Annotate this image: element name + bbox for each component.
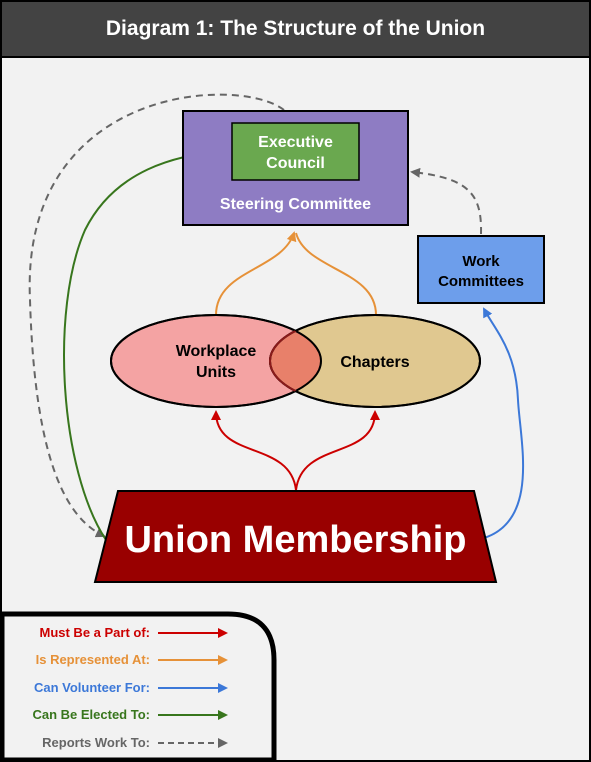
workplace-units-label-line2: Units: [196, 364, 236, 381]
legend-items: Must Be a Part of: Is Represented At: Ca…: [32, 625, 228, 750]
arrow-membership-elected-to-council: [63, 145, 230, 541]
overlap-outline: [269, 315, 321, 407]
legend-label-is-represented-at: Is Represented At:: [36, 652, 150, 667]
legend-label-can-volunteer-for: Can Volunteer For:: [34, 680, 150, 695]
arrow-chapters-represented-at-steering: [295, 232, 377, 316]
legend-panel: [0, 611, 277, 762]
work-committees-label-line2: Committees: [438, 273, 524, 290]
work-committees-box: [417, 235, 545, 304]
union-membership-label: Union Membership: [124, 519, 466, 561]
legend-label-must-be-part-of: Must Be a Part of:: [39, 625, 150, 640]
arrow-membership-part-of-workplace-units: [211, 410, 297, 491]
arrow-membership-volunteers-for-work-committees: [483, 307, 525, 539]
executive-council-box: [231, 122, 360, 181]
steering-committee-label: Steering Committee: [220, 196, 371, 213]
workplace-units-label-line1: Workplace: [176, 343, 257, 360]
work-committees-label-line1: Work: [462, 253, 500, 270]
diagram-header: Diagram 1: The Structure of the Union: [2, 2, 589, 58]
union-membership-shape: [93, 490, 498, 583]
executive-council-label-line2: Council: [266, 155, 325, 172]
legend-label-can-be-elected-to: Can Be Elected To:: [32, 707, 150, 722]
workplace-units-outline: [110, 314, 322, 408]
chapters-label: Chapters: [340, 354, 409, 371]
legend-label-reports-work-to: Reports Work To:: [42, 735, 150, 750]
diagram-title: Diagram 1: The Structure of the Union: [105, 17, 486, 40]
executive-council-label-line1: Executive: [258, 134, 333, 151]
arrow-workplace-units-represented-at-steering: [215, 231, 297, 316]
arrow-steering-reports-to-membership: [28, 93, 285, 538]
arrow-membership-part-of-chapters: [295, 410, 380, 491]
arrow-work-committees-reports-to-steering: [410, 167, 483, 235]
